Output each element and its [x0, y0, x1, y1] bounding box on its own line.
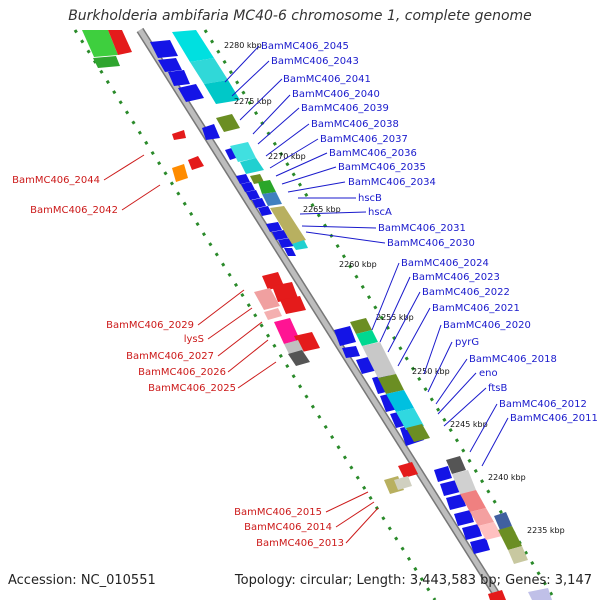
- plus-strand-colored-blocks[interactable]: [172, 30, 528, 564]
- scale-tick-label: 2260 kbp: [339, 260, 377, 269]
- gene-label-plus: pyrG: [455, 337, 479, 348]
- gene-label-plus: BamMC406_2035: [338, 162, 426, 173]
- gene-label-minus: BamMC406_2044: [12, 175, 100, 186]
- gene-label-plus: BamMC406_2039: [301, 103, 389, 114]
- gene-label-plus: BamMC406_2018: [469, 354, 557, 365]
- gene-label-minus: BamMC406_2025: [148, 383, 236, 394]
- gene-label-plus: BamMC406_2021: [432, 303, 520, 314]
- gene-label-plus: hscA: [368, 207, 392, 218]
- map-title: Burkholderia ambifaria MC40-6 chromosome…: [68, 8, 532, 24]
- scale-tick-label: 2250 kbp: [412, 367, 450, 376]
- gene-label-plus: BamMC406_2022: [422, 287, 510, 298]
- gene-label-plus: BamMC406_2012: [499, 399, 587, 410]
- feature-group-top-minus[interactable]: [82, 30, 132, 68]
- gene-label-minus: lysS: [184, 334, 204, 345]
- gene-label-minus: BamMC406_2013: [256, 538, 344, 549]
- accession-text: Accession: NC_010551: [8, 573, 156, 588]
- gene-label-plus: BamMC406_2045: [261, 41, 349, 52]
- gene-label-plus: BamMC406_2011: [510, 413, 598, 424]
- scale-tick-label: 2270 kbp: [268, 152, 306, 161]
- plus-strand-labels[interactable]: BamMC406_2045 BamMC406_2043 BamMC406_204…: [261, 41, 598, 424]
- minus-strand-features[interactable]: [172, 130, 418, 494]
- gene-label-plus: BamMC406_2040: [292, 89, 380, 100]
- gene-label-minus: BamMC406_2029: [106, 320, 194, 331]
- gene-label-plus: BamMC406_2030: [387, 238, 475, 249]
- gene-label-plus: BamMC406_2031: [378, 223, 466, 234]
- gene-label-plus: BamMC406_2043: [271, 56, 359, 67]
- gene-label-plus: BamMC406_2037: [320, 134, 408, 145]
- gene-label-plus: ftsB: [488, 383, 507, 394]
- plus-label-leaders: [224, 45, 509, 467]
- scale-tick-label: 2240 kbp: [488, 473, 526, 482]
- plus-strand-genes[interactable]: [150, 40, 490, 554]
- scale-tick-label: 2265 kbp: [303, 205, 341, 214]
- scale-tick-label: 2245 kbp: [450, 420, 488, 429]
- gene-label-minus: BamMC406_2015: [234, 507, 322, 518]
- scale-tick-label: 2235 kbp: [527, 526, 565, 535]
- tick-guides: [73, 29, 557, 600]
- scale-tick-label: 2255 kbp: [376, 313, 414, 322]
- gene-label-plus: hscB: [358, 193, 382, 204]
- genome-stats-text: Topology: circular; Length: 3,443,583 bp…: [234, 573, 592, 588]
- gene-label-plus: BamMC406_2023: [412, 272, 500, 283]
- scale-tick-label: 2280 kbp: [224, 41, 262, 50]
- feature-group-bottom[interactable]: [488, 588, 552, 600]
- gene-label-plus: eno: [479, 368, 498, 379]
- gene-label-plus: BamMC406_2041: [283, 74, 371, 85]
- gene-label-plus: BamMC406_2034: [348, 177, 436, 188]
- gene-label-plus: BamMC406_2036: [329, 148, 417, 159]
- minus-label-leaders: [103, 154, 379, 544]
- gene-label-minus: BamMC406_2027: [126, 351, 214, 362]
- scale-tick-label: 2275 kbp: [234, 97, 272, 106]
- genome-backbone: [136, 27, 504, 600]
- gene-label-plus: BamMC406_2038: [311, 119, 399, 130]
- gene-label-plus: BamMC406_2024: [401, 258, 489, 269]
- scale-ticks: 2280 kbp 2275 kbp 2270 kbp 2265 kbp 2260…: [224, 41, 565, 535]
- minus-strand-labels[interactable]: BamMC406_2044 BamMC406_2042 BamMC406_202…: [12, 175, 344, 549]
- gene-label-minus: BamMC406_2014: [244, 522, 332, 533]
- gene-label-minus: BamMC406_2042: [30, 205, 118, 216]
- gene-label-plus: BamMC406_2020: [443, 320, 531, 331]
- gene-label-minus: BamMC406_2026: [138, 367, 226, 378]
